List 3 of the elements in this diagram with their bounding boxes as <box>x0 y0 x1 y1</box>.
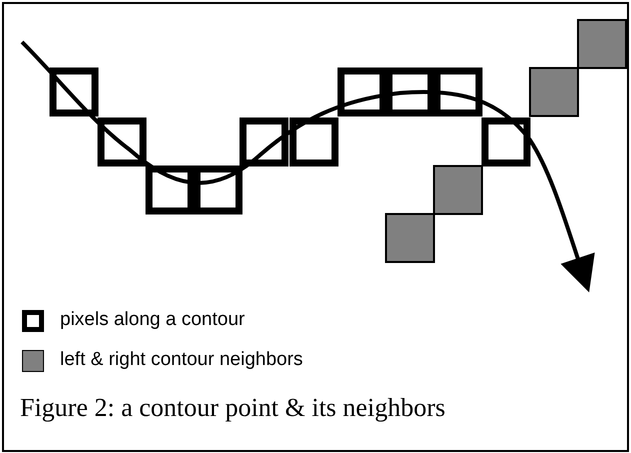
legend-label: left & right contour neighbors <box>60 349 303 371</box>
legend-label: pixels along a contour <box>60 309 245 331</box>
figure-caption: Figure 2: a contour point & its neighbors <box>20 393 446 423</box>
